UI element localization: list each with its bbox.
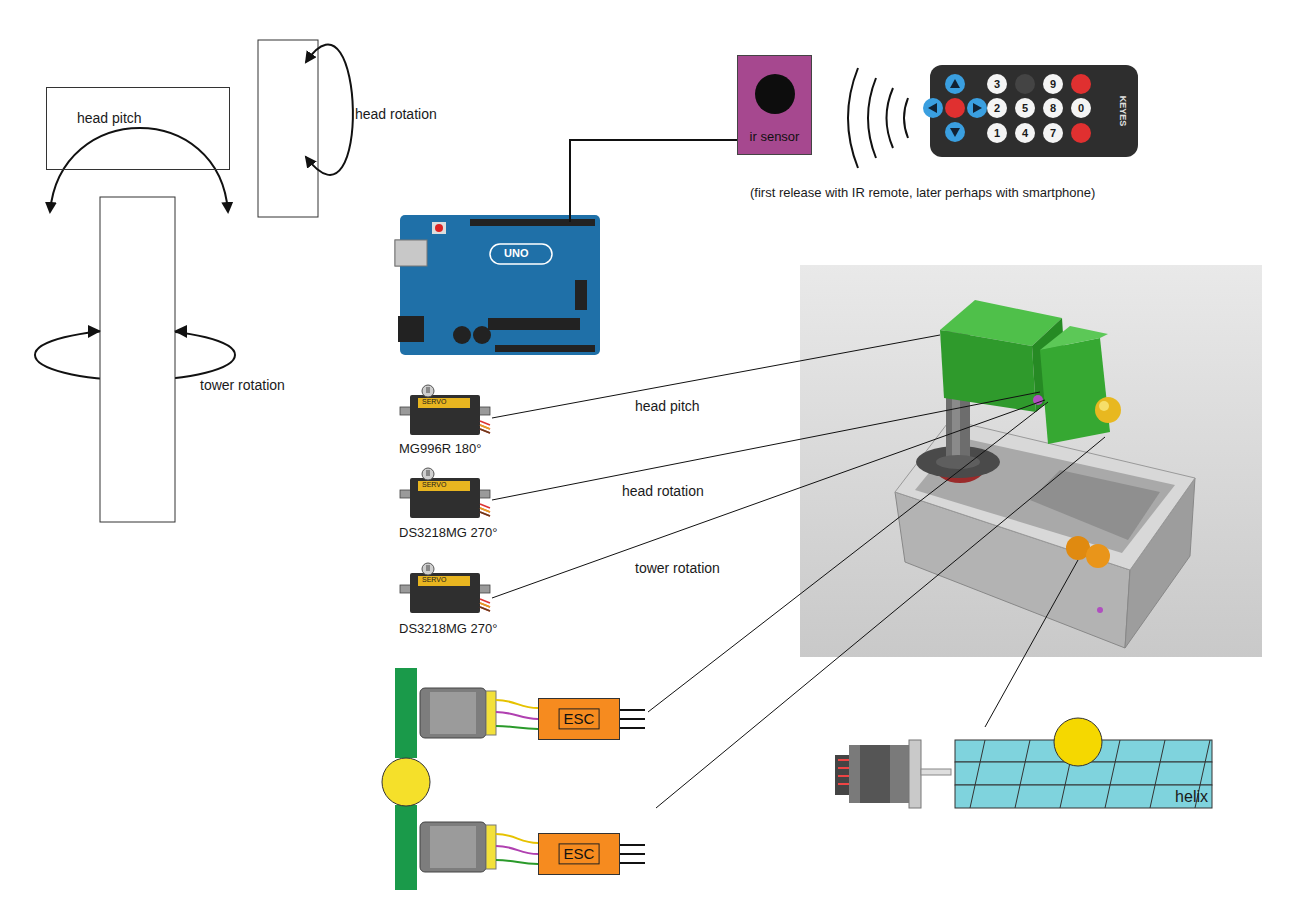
label-text: (first release with IR remote, later per… xyxy=(750,186,1095,201)
esc-box: ESC xyxy=(538,698,620,740)
label-text: DS3218MG 270° xyxy=(397,526,499,541)
label-text: tower rotation xyxy=(633,560,722,576)
label-text: UNO xyxy=(504,247,528,260)
node-text: head pitch xyxy=(77,110,142,126)
node-text: helix xyxy=(1175,788,1208,806)
label-text: 5 xyxy=(1022,102,1028,115)
label-text: SERVO xyxy=(422,398,446,406)
label-text: MG996R 180° xyxy=(397,442,484,457)
label-text: 4 xyxy=(1022,127,1028,140)
label-text: 3 xyxy=(994,78,1000,91)
label-text: head rotation xyxy=(620,483,706,499)
part-box: head pitch xyxy=(46,87,230,170)
label-text: head rotation xyxy=(355,106,437,122)
label-text: head pitch xyxy=(633,398,702,414)
node-text: ESC xyxy=(559,708,600,729)
label-text: 2 xyxy=(994,102,1000,115)
node-text: ir sensor xyxy=(750,130,800,145)
label-text: SERVO xyxy=(422,576,446,584)
sensor-box: ir sensor xyxy=(737,55,812,155)
label-text: KEYES xyxy=(1118,96,1128,127)
label-text: SERVO xyxy=(422,481,446,489)
label-text: tower rotation xyxy=(200,377,285,393)
helix-box: helix xyxy=(955,740,1212,808)
sensor-lens xyxy=(755,74,795,114)
node-text: ESC xyxy=(559,843,600,864)
label-text: 9 xyxy=(1050,78,1056,91)
label-text: 0 xyxy=(1078,102,1084,115)
label-text: 7 xyxy=(1050,127,1056,140)
esc-box: ESC xyxy=(538,833,620,875)
label-text: 1 xyxy=(994,127,1000,140)
label-text: 8 xyxy=(1050,102,1056,115)
label-text: DS3218MG 270° xyxy=(397,622,499,637)
